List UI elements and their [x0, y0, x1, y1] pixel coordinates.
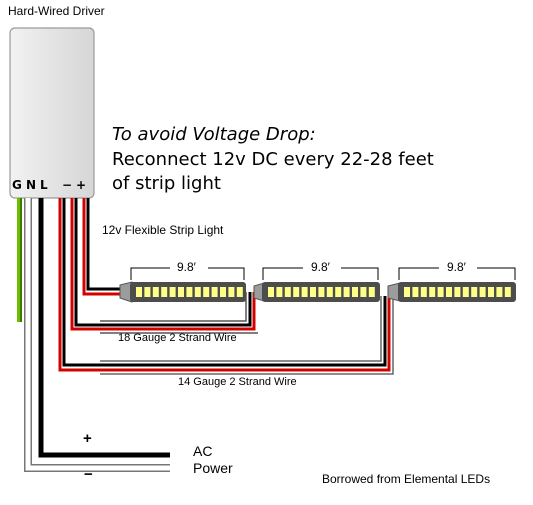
length-bracket-2: [262, 267, 379, 280]
neutral-wire: [24, 198, 170, 472]
led-chip: [144, 287, 151, 297]
led-chip: [504, 287, 511, 297]
led-chip: [446, 287, 452, 297]
strip-segment-3: [387, 282, 516, 302]
led-chip: [326, 287, 333, 297]
line-wire: [38, 198, 170, 458]
led-chip: [454, 287, 461, 297]
segment-2-length: 9.8′: [311, 260, 330, 274]
gauge-18-wires: [70, 198, 258, 334]
led-chip: [276, 287, 283, 297]
power-label: Power: [193, 460, 233, 476]
led-chip: [479, 287, 486, 297]
led-chip: [360, 287, 367, 297]
led-chip: [429, 287, 436, 297]
led-chip: [203, 287, 210, 297]
led-chip: [318, 287, 325, 297]
dc-wires-strip-1: [82, 198, 120, 296]
led-chip: [220, 287, 226, 297]
led-chip: [343, 287, 350, 297]
led-chip: [152, 287, 159, 297]
driver-title: Hard-Wired Driver: [8, 4, 105, 18]
led-chip: [404, 287, 410, 297]
led-chip: [136, 287, 142, 297]
terminal-line: L: [40, 178, 48, 192]
voltage-drop-line-3: of strip light: [112, 173, 221, 194]
led-chip: [228, 287, 235, 297]
credit-text: Borrowed from Elemental LEDs: [322, 472, 491, 486]
ground-wire: [17, 198, 22, 322]
led-chip: [368, 287, 375, 297]
led-chip: [462, 287, 469, 297]
led-chip: [186, 287, 193, 297]
segment-1-length: 9.8′: [177, 260, 196, 274]
led-chip: [178, 287, 184, 297]
led-chip: [169, 287, 176, 297]
terminal-neutral: N: [26, 178, 37, 192]
led-chip: [335, 287, 342, 297]
voltage-drop-line-2: Reconnect 12v DC every 22-28 feet: [112, 149, 434, 170]
gauge-14-wires: [58, 198, 394, 375]
led-chip: [211, 287, 218, 297]
length-bracket-1: [130, 267, 245, 280]
terminal-negative: −: [62, 178, 73, 192]
terminal-ground: G: [12, 178, 22, 192]
led-chip: [293, 287, 300, 297]
led-chip: [236, 287, 243, 297]
driver-box: [9, 27, 95, 199]
segment-3-length: 9.8′: [447, 260, 466, 274]
led-chip: [496, 287, 503, 297]
terminal-positive: +: [76, 178, 87, 192]
led-chip: [284, 287, 291, 297]
voltage-drop-heading: To avoid Voltage Drop:: [112, 124, 316, 145]
gauge-18-label: 18 Gauge 2 Strand Wire: [118, 332, 237, 344]
led-chip: [420, 287, 427, 297]
ac-label: AC: [193, 443, 213, 459]
strip-light-label: 12v Flexible Strip Light: [102, 223, 224, 237]
led-chip: [268, 287, 274, 297]
led-chip: [161, 287, 168, 297]
led-chip: [471, 287, 478, 297]
length-bracket-3: [398, 267, 516, 280]
led-chip: [488, 287, 494, 297]
led-chip: [352, 287, 358, 297]
ac-minus-sign: −: [84, 466, 93, 483]
strip-segment-2: [253, 282, 380, 302]
led-chip: [437, 287, 444, 297]
led-chip: [194, 287, 201, 297]
gauge-14-label: 14 Gauge 2 Strand Wire: [178, 376, 297, 388]
led-chip: [301, 287, 308, 297]
strip-segment-1: [119, 281, 246, 303]
ac-plus-sign: +: [83, 430, 92, 447]
led-chip: [310, 287, 316, 297]
led-chip: [412, 287, 419, 297]
